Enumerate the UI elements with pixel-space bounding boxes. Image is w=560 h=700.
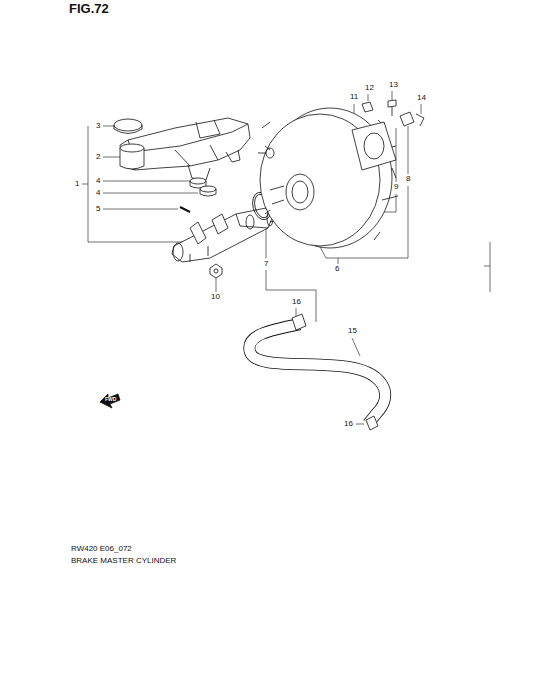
callout-number: 16 <box>291 298 302 306</box>
callout-number: 5 <box>95 205 101 213</box>
callout-number: 14 <box>416 94 427 102</box>
callout-number: 3 <box>95 122 101 130</box>
callout-number: 4 <box>95 189 101 197</box>
callout-number: 15 <box>347 327 358 335</box>
callout-number: 10 <box>210 293 221 301</box>
callout-number: 1 <box>74 180 80 188</box>
callout-number: 13 <box>388 81 399 89</box>
callout-number: 12 <box>364 84 375 92</box>
leader-lines <box>82 91 490 424</box>
gasket <box>352 122 396 170</box>
nut <box>210 264 222 278</box>
clip-fasteners <box>362 100 424 126</box>
callout-number: 9 <box>393 183 399 191</box>
callout-number: 2 <box>95 153 101 161</box>
callout-number: 7 <box>263 260 269 268</box>
grommet <box>190 178 216 196</box>
filler-cap <box>114 119 144 169</box>
caption: BRAKE MASTER CYLINDER <box>70 557 177 565</box>
callout-number: 8 <box>405 175 411 183</box>
figure-number: FIG.72 <box>68 2 110 15</box>
vacuum-hose <box>249 324 385 424</box>
fwd-arrow <box>100 394 120 408</box>
pin <box>180 207 190 212</box>
callout-number: 16 <box>343 420 354 428</box>
hose-clamp <box>292 314 378 430</box>
callout-number: 4 <box>95 177 101 185</box>
callout-number: 11 <box>349 93 359 101</box>
callout-number: 6 <box>334 265 340 273</box>
direction-label: FWD <box>104 397 117 402</box>
drawing-code: RW420 E06_072 <box>70 545 133 553</box>
brake-booster <box>258 108 398 248</box>
master-cylinder <box>172 208 283 262</box>
